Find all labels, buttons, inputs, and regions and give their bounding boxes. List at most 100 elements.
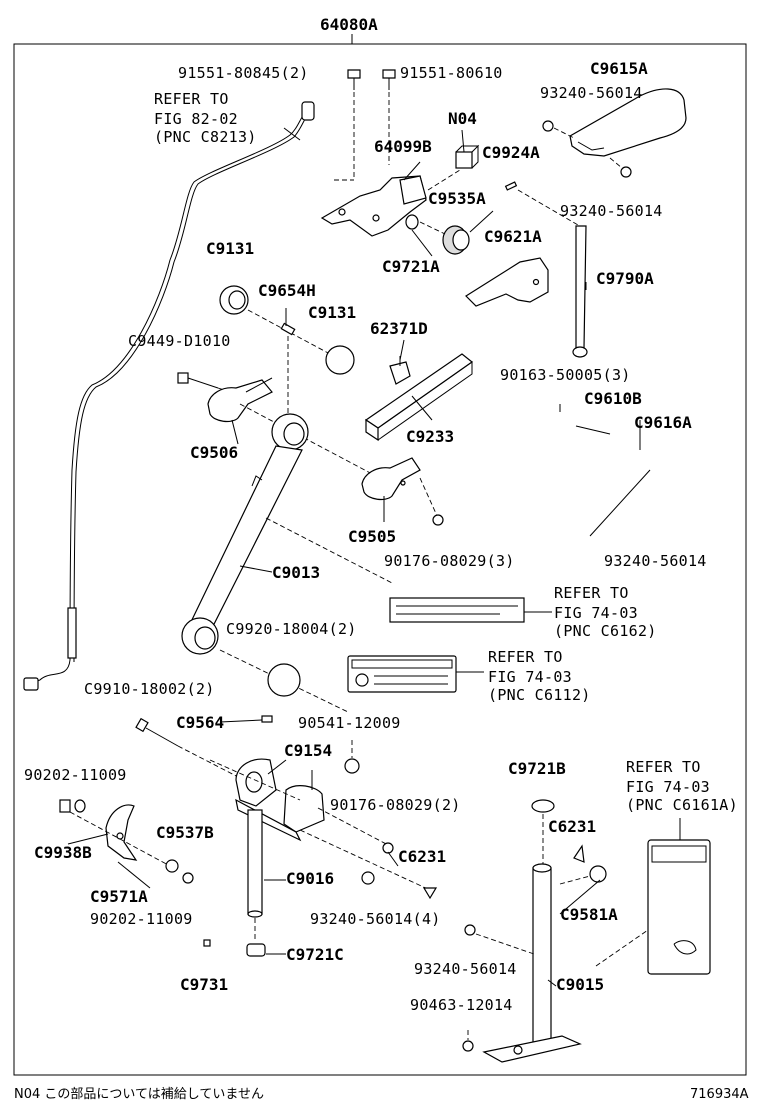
label-90202-11009-b: 90202-11009 <box>90 910 193 928</box>
label-refer-to-1: REFER TO <box>154 90 229 108</box>
label-c9505: C9505 <box>348 527 396 546</box>
pointer-c6231-lower <box>422 887 438 900</box>
label-c9610b: C9610B <box>584 389 642 408</box>
shaft-c9016 <box>247 809 263 918</box>
screw-93240-1 <box>542 120 575 139</box>
cap-c9721a <box>405 214 419 230</box>
cap-c9721c <box>246 943 266 957</box>
clip-c9564 <box>261 715 273 723</box>
label-refer-to-2: REFER TO <box>554 584 629 602</box>
label-91551-80845: 91551-80845(2) <box>178 64 309 82</box>
label-c9016: C9016 <box>286 869 334 888</box>
label-c9654h: C9654H <box>258 281 316 300</box>
knob-c9581a <box>559 865 607 885</box>
washer-c9131-lower <box>325 345 355 375</box>
footer-note: N04 この部品については補給していません <box>14 1087 264 1102</box>
cover-c9615a <box>569 88 687 157</box>
label-plate-c6161a <box>647 839 711 975</box>
washer-90202-lower <box>165 859 179 873</box>
label-pnc-c6162: (PNC C6162) <box>554 622 657 640</box>
label-c9910-18002: C9910-18002(2) <box>84 680 215 698</box>
label-90176-08029-2: 90176-08029(2) <box>330 796 461 814</box>
label-93240-56014-a: 93240-56014 <box>540 84 643 102</box>
label-90176-08029-3: 90176-08029(3) <box>384 552 515 570</box>
cable-clip-1 <box>67 607 77 659</box>
label-90463-12014: 90463-12014 <box>410 996 513 1014</box>
label-c9537b: C9537B <box>156 823 214 842</box>
label-c9731: C9731 <box>180 975 228 994</box>
label-91551-80610: 91551-80610 <box>400 64 503 82</box>
label-c9920-18004: C9920-18004(2) <box>226 620 357 638</box>
label-c9721a: C9721A <box>382 257 440 276</box>
label-c9721c: C9721C <box>286 945 344 964</box>
bracket-64099b <box>320 175 427 237</box>
nut-90176-2 <box>382 842 394 854</box>
label-c9924a: C9924A <box>482 143 540 162</box>
plate-c9506 <box>207 377 273 423</box>
label-pnc-c6161a: (PNC C6161A) <box>626 796 738 814</box>
diagram-id: 716934A <box>690 1087 749 1102</box>
cable-end <box>301 101 315 121</box>
label-c9535a: C9535A <box>428 189 486 208</box>
label-90163-50005: 90163-50005(3) <box>500 366 631 384</box>
label-c9616a: C9616A <box>634 413 692 432</box>
pin-c9654h <box>280 322 296 336</box>
label-c9938b: C9938B <box>34 843 92 862</box>
label-fig-74-03-c: FIG 74-03 <box>626 778 710 796</box>
label-c9131-upper: C9131 <box>206 239 254 258</box>
nut-c9537b <box>182 872 194 884</box>
screw-93240-5 <box>464 924 535 955</box>
diagram-frame <box>13 34 747 1076</box>
label-c9154: C9154 <box>284 741 332 760</box>
label-c9571a: C9571A <box>90 887 148 906</box>
label-c9131-lower: C9131 <box>308 303 356 322</box>
label-90202-11009-a: 90202-11009 <box>24 766 127 784</box>
jack-c9015 <box>482 863 582 1063</box>
label-fig-74-03-a: FIG 74-03 <box>554 604 638 622</box>
label-plate-c6112 <box>347 655 457 693</box>
latch-c9571a <box>105 804 138 861</box>
bolt-91551-80845 <box>347 69 361 180</box>
cap-c9721b <box>531 799 555 813</box>
pin-c9731 <box>203 939 211 947</box>
screw-93240-2 <box>609 157 632 178</box>
bracket-c9621a <box>465 257 549 307</box>
label-fig-74-03-b: FIG 74-03 <box>488 668 572 686</box>
channel-c9233 <box>364 353 473 442</box>
bolt-91551-80610 <box>382 69 396 165</box>
washer-90202-upper-b <box>74 799 86 813</box>
label-pnc-c6112: (PNC C6112) <box>488 686 591 704</box>
label-64099b: 64099B <box>374 137 432 156</box>
assembly-number: 64080A <box>320 15 378 34</box>
label-refer-to-4: REFER TO <box>626 758 701 776</box>
label-c9013: C9013 <box>272 563 320 582</box>
clip-n04 <box>455 144 480 169</box>
clip-62371d <box>389 356 411 385</box>
knob-c9535a <box>442 225 470 255</box>
screw-93240-4 <box>361 871 375 885</box>
nut-90541 <box>344 758 360 774</box>
label-c9233: C9233 <box>406 427 454 446</box>
washer-c9131-upper <box>219 285 249 315</box>
label-refer-to-3: REFER TO <box>488 648 563 666</box>
nut-90176-1 <box>432 514 444 526</box>
label-fig-82-02: FIG 82-02 <box>154 110 238 128</box>
label-90541-12009: 90541-12009 <box>298 714 401 732</box>
label-c9615a: C9615A <box>590 59 648 78</box>
label-93240-56014-4: 93240-56014(4) <box>310 910 441 928</box>
pin-c9924a <box>504 181 518 191</box>
label-93240-56014-b: 93240-56014 <box>560 202 663 220</box>
plate-c9505 <box>361 457 421 501</box>
nut-90463 <box>462 1030 474 1052</box>
disk-c9920 <box>267 663 301 697</box>
label-n04: N04 <box>448 109 477 128</box>
label-c6231-upper: C6231 <box>548 817 596 836</box>
cable-connector <box>23 677 39 691</box>
arm-c9013 <box>181 413 309 655</box>
label-c9506: C9506 <box>190 443 238 462</box>
bolt-c9910 <box>135 717 245 781</box>
washer-90202-upper <box>59 799 71 813</box>
label-c9015: C9015 <box>556 975 604 994</box>
label-c9564: C9564 <box>176 713 224 732</box>
label-pnc-c8213: (PNC C8213) <box>154 128 257 146</box>
